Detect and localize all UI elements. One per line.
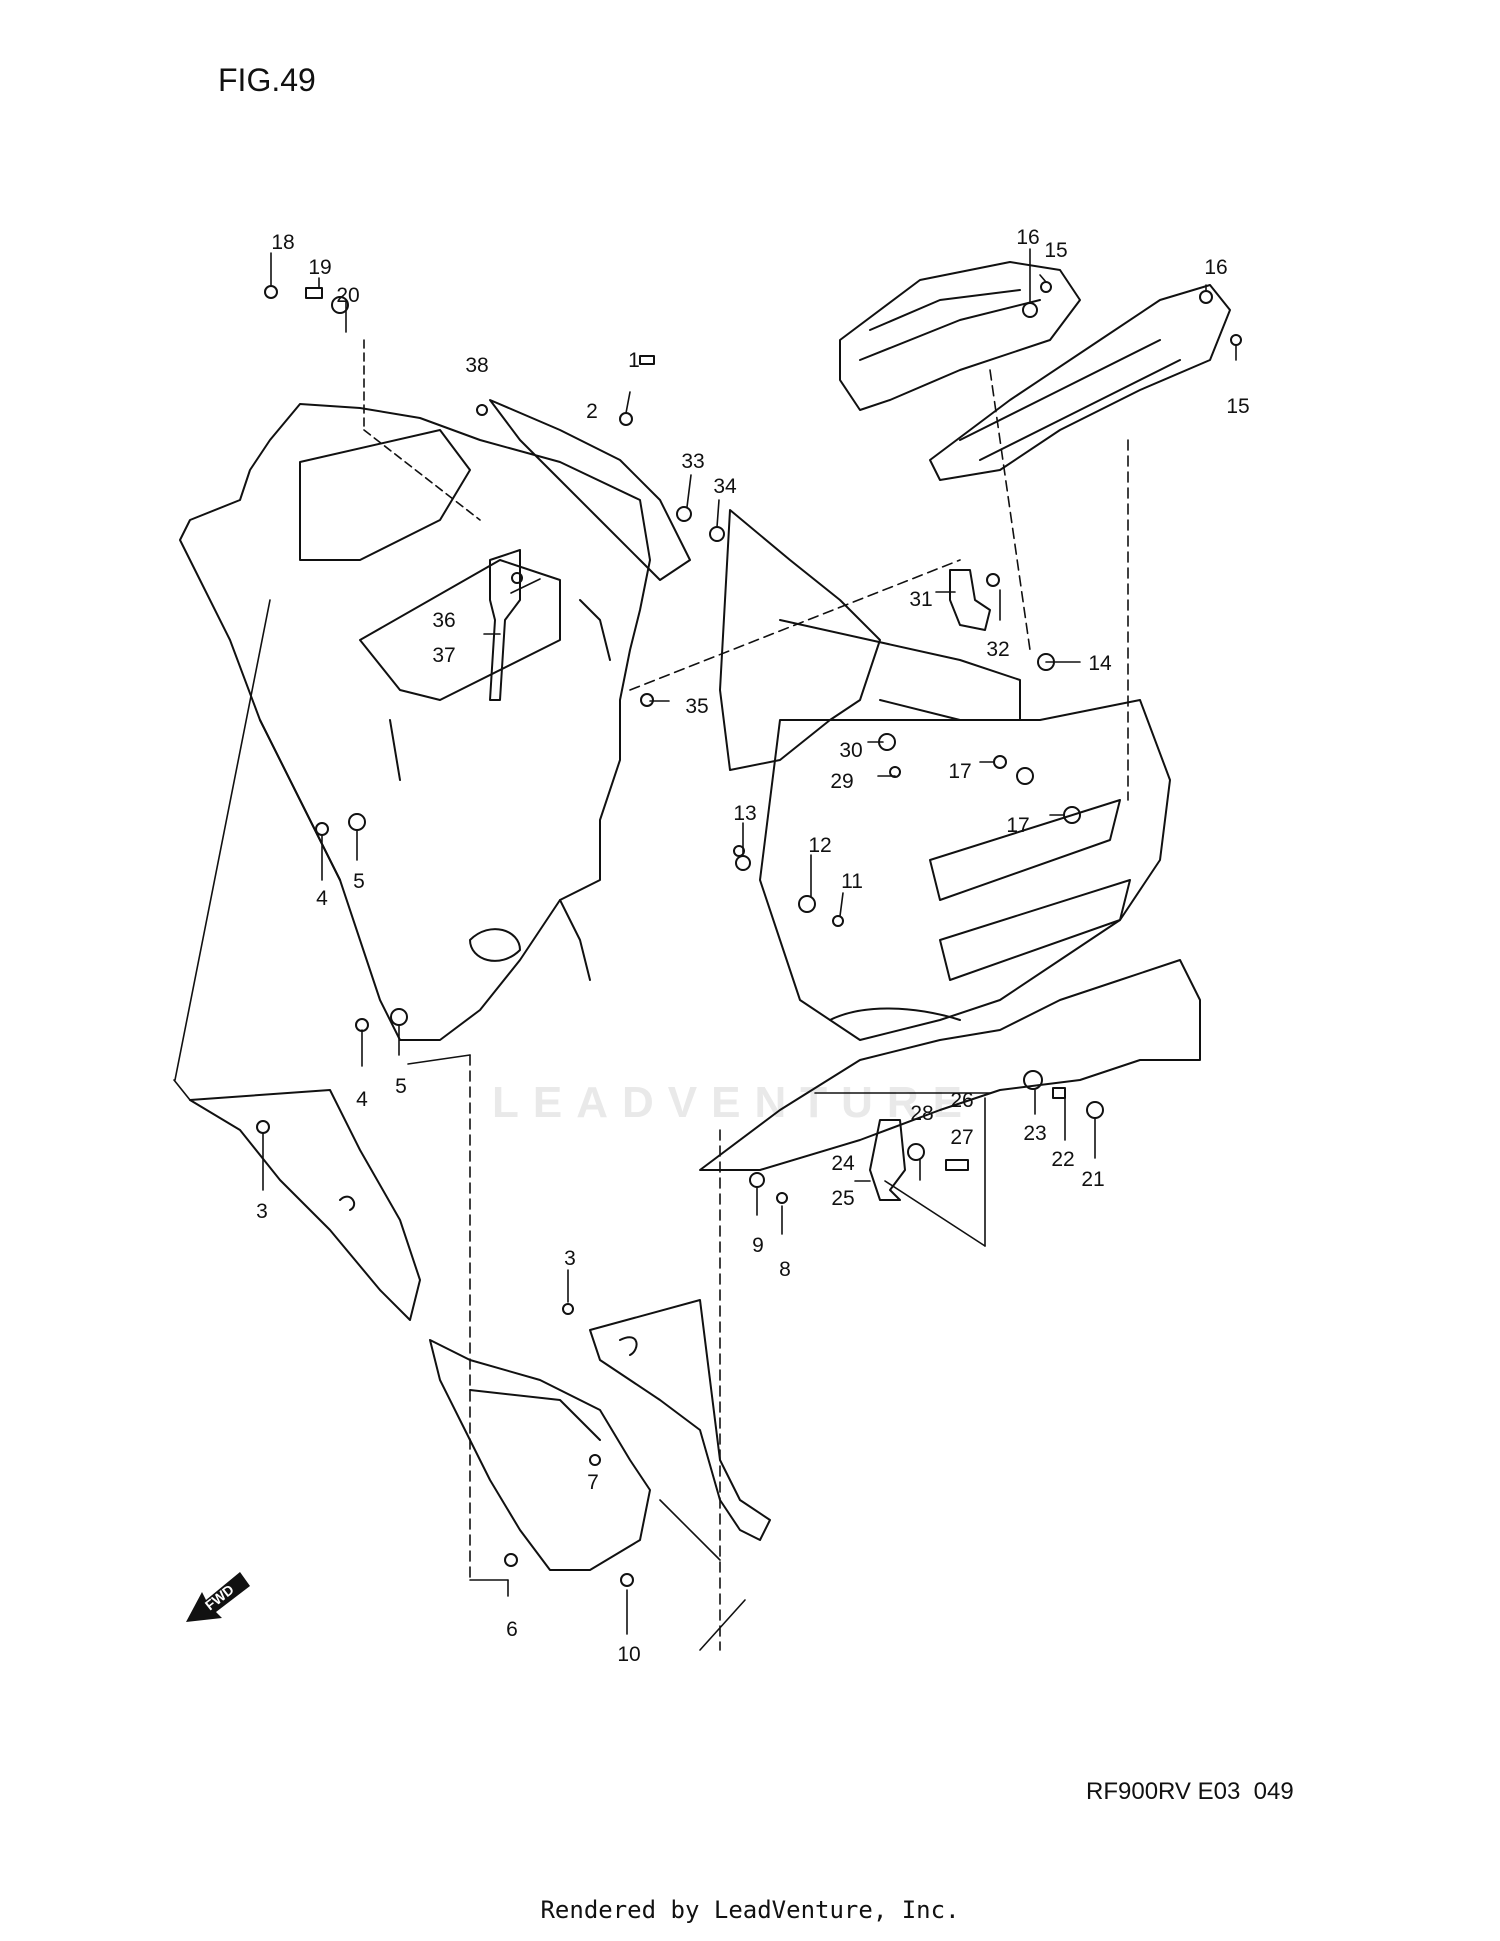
callout-37: 37	[432, 644, 455, 667]
callout-14: 14	[1088, 652, 1112, 675]
callout-29: 29	[830, 770, 853, 793]
callout-17a: 17	[948, 760, 971, 783]
callout-24: 24	[831, 1152, 855, 1175]
callout-10: 10	[617, 1643, 640, 1666]
callout-28: 28	[910, 1102, 933, 1125]
lower-left-under-cover	[189, 1089, 421, 1321]
callout-4b: 4	[356, 1088, 368, 1111]
callout-5a: 5	[353, 870, 365, 893]
callout-9: 9	[752, 1234, 764, 1257]
callout-5b: 5	[395, 1075, 407, 1098]
callout-16a: 16	[1016, 226, 1039, 249]
callout-35: 35	[685, 695, 708, 718]
callout-21: 21	[1081, 1168, 1104, 1191]
callout-34: 34	[713, 475, 737, 498]
callout-38: 38	[465, 354, 488, 377]
callout-31: 31	[909, 588, 932, 611]
callout-4a: 4	[316, 887, 328, 910]
callout-3a: 3	[256, 1200, 268, 1223]
callout-3b: 3	[564, 1247, 576, 1270]
upper-side-cover	[489, 399, 691, 581]
fastener-hardware	[256, 281, 1242, 1587]
mount-bracket-31	[949, 569, 991, 631]
center-fairing-panel	[719, 509, 1021, 771]
lower-side-scoop	[589, 1299, 771, 1541]
callout-7: 7	[587, 1471, 599, 1494]
watermark-text: LEADVENTURE	[492, 1078, 977, 1127]
lower-scoop-cover	[429, 1339, 651, 1571]
fairing-bracket-36-37	[489, 549, 521, 701]
mount-bracket-24-25	[869, 1119, 906, 1201]
callout-36: 36	[432, 609, 455, 632]
forward-arrow-icon: FWD	[186, 1572, 250, 1622]
callout-8: 8	[779, 1258, 791, 1281]
callout-32: 32	[986, 638, 1009, 661]
leader-lines	[173, 248, 1237, 1651]
callout-22: 22	[1051, 1148, 1074, 1171]
figure-title: FIG.49	[218, 62, 316, 98]
callout-2: 2	[586, 400, 598, 423]
callout-6: 6	[506, 1618, 518, 1641]
callout-25: 25	[831, 1187, 854, 1210]
footer-credit: Rendered by LeadVenture, Inc.	[540, 1896, 960, 1924]
callout-30: 30	[839, 739, 862, 762]
callout-18: 18	[271, 231, 294, 254]
callout-17b: 17	[1006, 814, 1029, 837]
diagram-code-label: RF900RV E03 049	[1086, 1778, 1294, 1805]
callout-15b: 15	[1226, 395, 1249, 418]
callout-23: 23	[1023, 1122, 1046, 1145]
callout-13: 13	[733, 802, 756, 825]
left-inner-fairing-panel	[179, 403, 651, 1041]
callout-26: 26	[950, 1089, 973, 1112]
upper-right-screen-panels	[839, 261, 1231, 481]
callout-11: 11	[841, 870, 863, 893]
callout-labels: 1 2 3 3 4 4 5 5 6 7 8 9 10 11 12 13 14 1…	[256, 226, 1250, 1666]
callout-1: 1	[628, 349, 640, 372]
callout-15a: 15	[1044, 239, 1067, 262]
callout-33: 33	[681, 450, 704, 473]
callout-27: 27	[950, 1126, 973, 1149]
right-fairing-panel	[699, 699, 1201, 1171]
callout-20: 20	[336, 284, 359, 307]
callout-12: 12	[808, 834, 831, 857]
callout-19: 19	[308, 256, 331, 279]
callout-16b: 16	[1204, 256, 1227, 279]
